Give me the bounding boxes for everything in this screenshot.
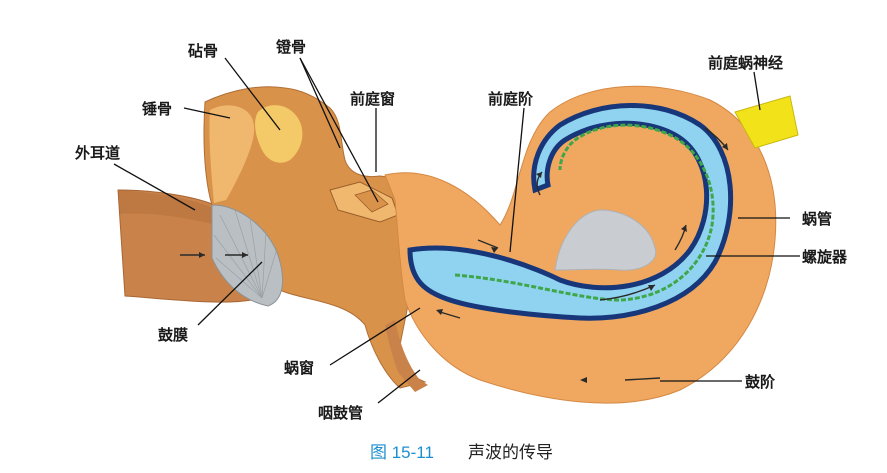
label-spiral-organ: 螺旋器 bbox=[802, 248, 848, 266]
label-pharyngotympanic-tube: 咽鼓管 bbox=[318, 404, 363, 422]
incus bbox=[255, 105, 303, 163]
label-malleus: 锤骨 bbox=[142, 100, 172, 118]
cochlea-hollow bbox=[554, 209, 657, 271]
label-cochlear-duct: 蜗管 bbox=[802, 210, 832, 228]
spiral-organ bbox=[454, 123, 715, 302]
label-scala-tympani: 鼓阶 bbox=[745, 373, 776, 391]
label-vestibulocochlear-nerve: 前庭蜗神经 bbox=[708, 54, 783, 72]
figure-title: 声波的传导 bbox=[468, 443, 553, 463]
malleus bbox=[209, 105, 255, 203]
label-stapes: 镫骨 bbox=[276, 38, 306, 56]
vestibulocochlear-nerve bbox=[734, 95, 799, 149]
figure-number: 图 15-11 bbox=[370, 443, 434, 462]
leader-lines bbox=[113, 57, 800, 404]
label-external-ear-canal: 外耳道 bbox=[74, 144, 120, 162]
sound-flow-arrows bbox=[180, 127, 729, 383]
external-ear-canal-shade bbox=[118, 190, 215, 225]
cochlear-duct bbox=[407, 103, 734, 321]
label-oval-window: 前庭窗 bbox=[350, 90, 395, 108]
label-round-window: 蜗窗 bbox=[284, 359, 314, 377]
label-scala-vestibuli: 前庭阶 bbox=[488, 90, 534, 108]
label-tympanic-membrane: 鼓膜 bbox=[158, 326, 188, 344]
pharyngotympanic-tube bbox=[385, 320, 428, 392]
label-incus: 砧骨 bbox=[188, 42, 218, 60]
